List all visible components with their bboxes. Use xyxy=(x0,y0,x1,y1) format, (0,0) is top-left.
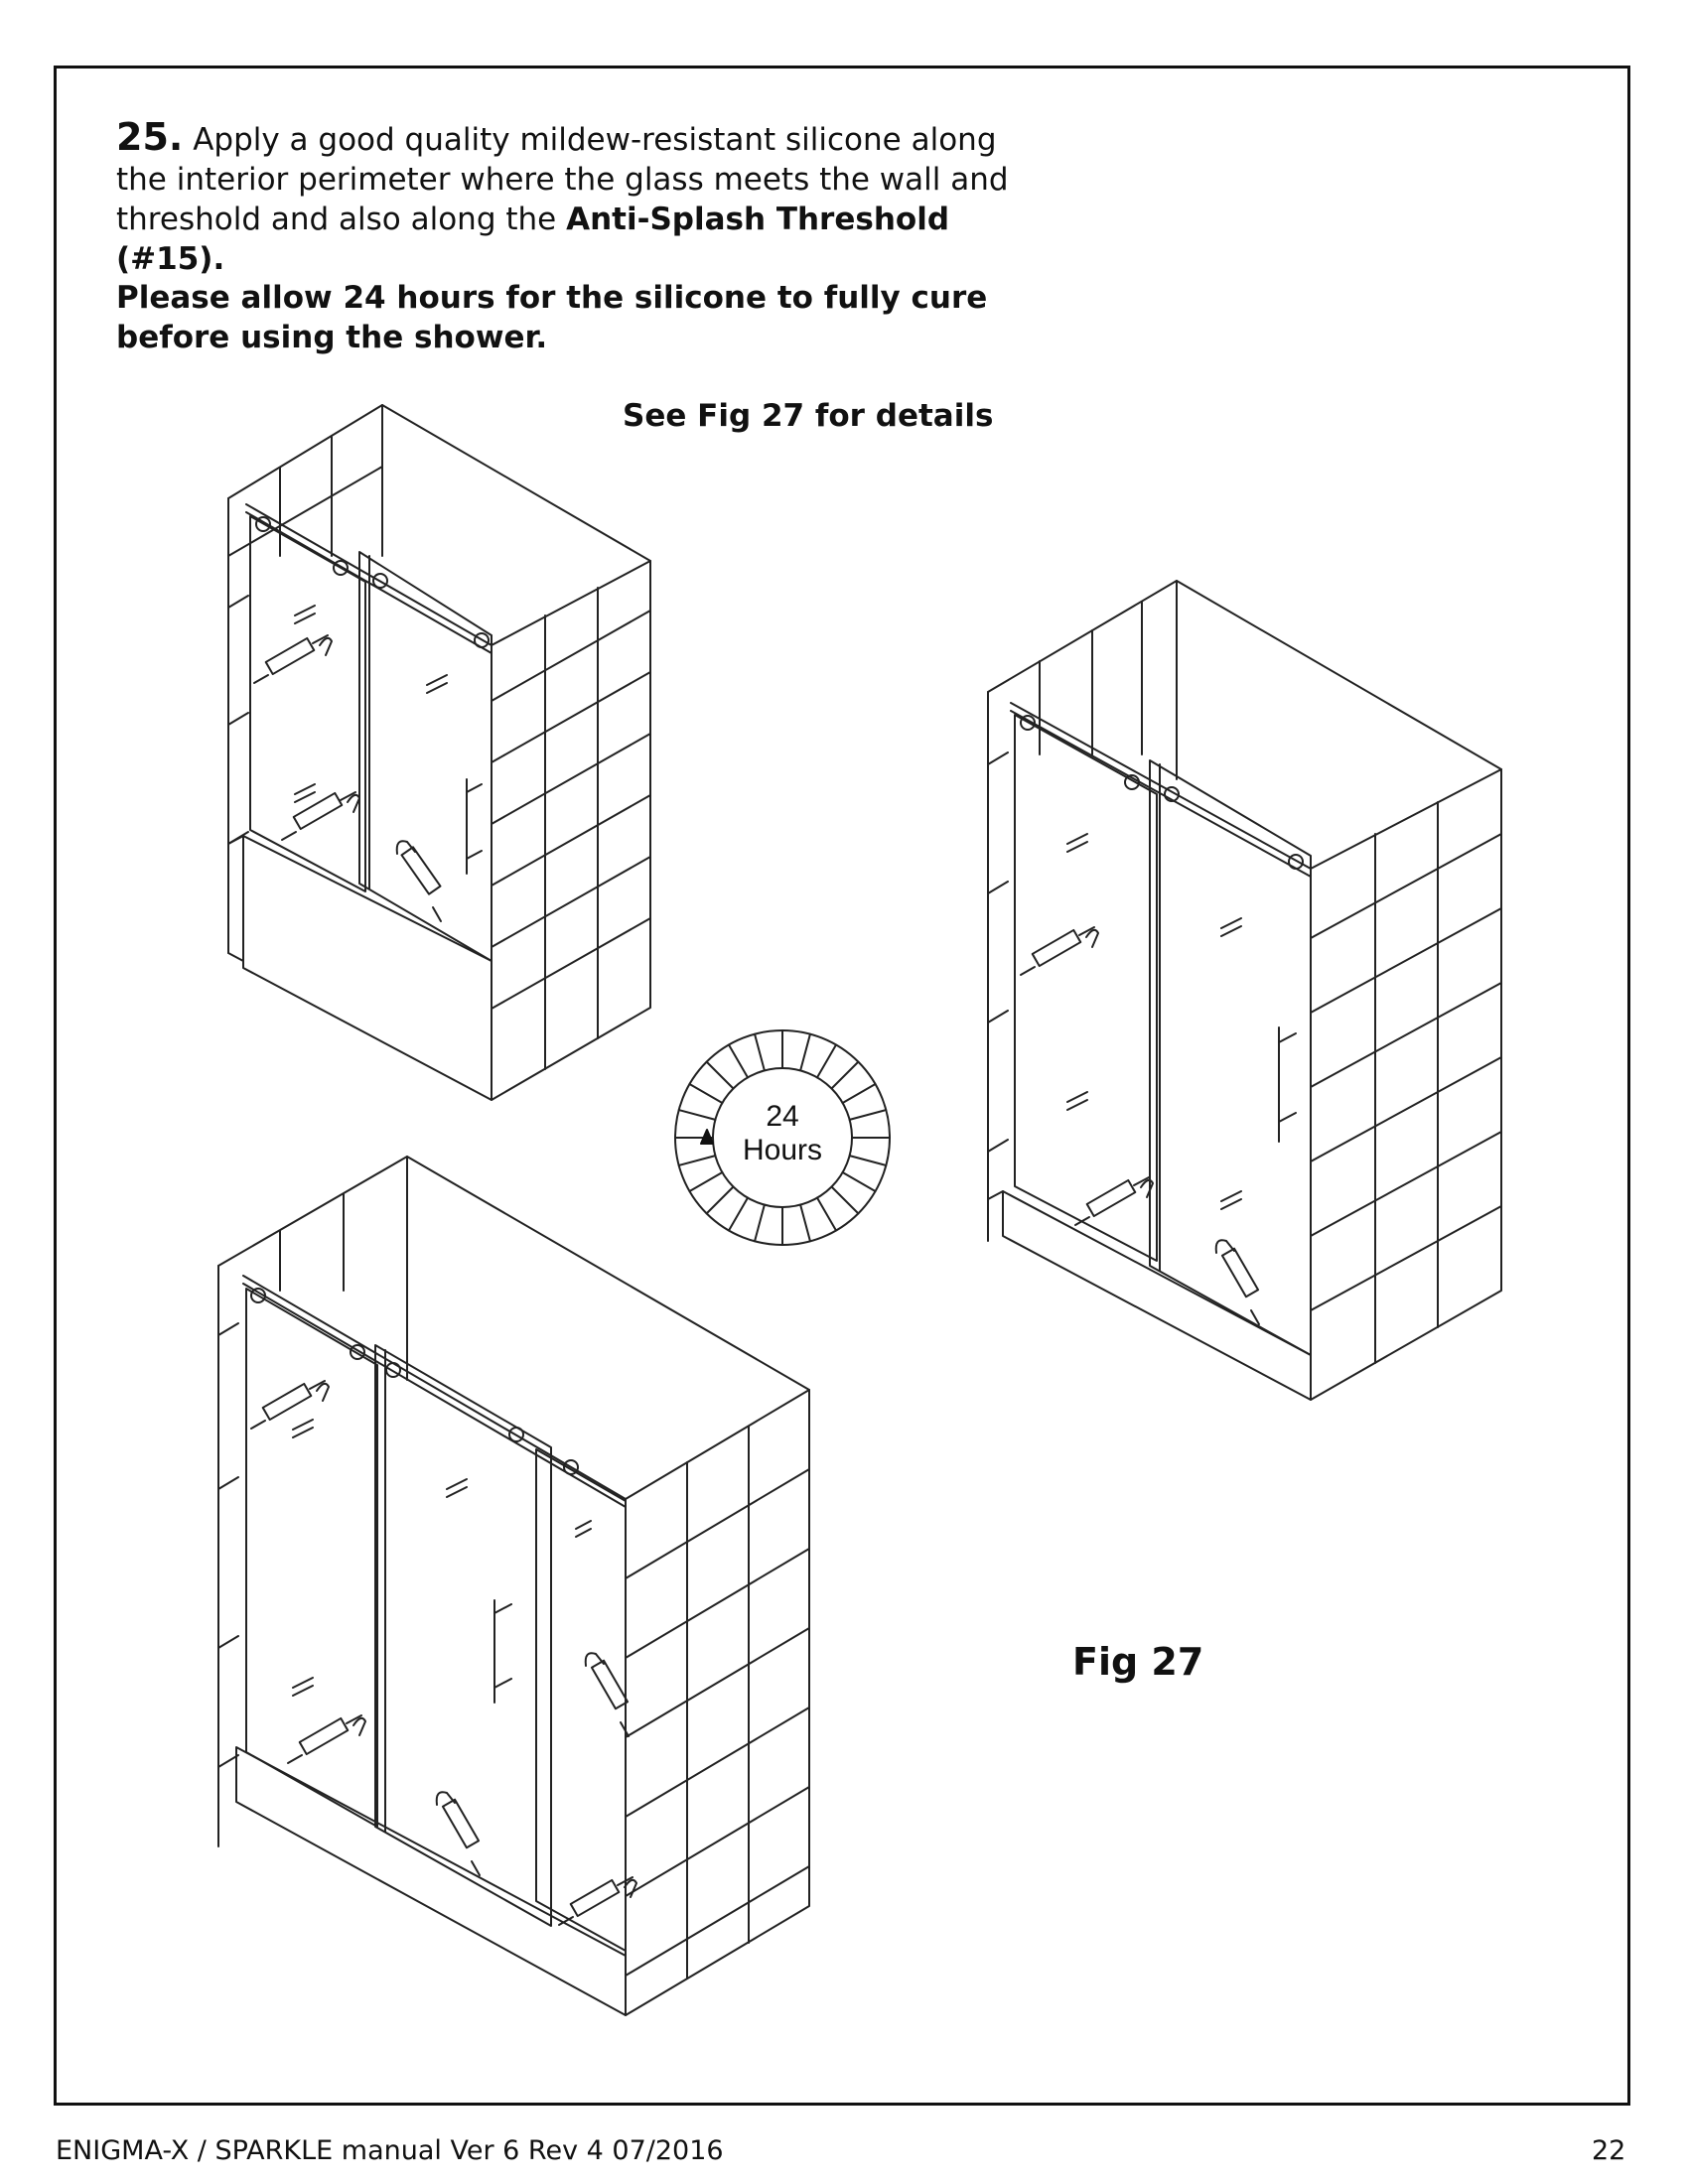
caulking-gun-icon xyxy=(253,634,333,684)
page-border xyxy=(54,66,1630,2106)
clock-tick xyxy=(677,1155,717,1166)
clock-tick xyxy=(841,1171,877,1192)
caulking-gun-icon xyxy=(281,791,360,841)
alcove-shower-drawing xyxy=(987,580,1502,1401)
clock-unit: Hours xyxy=(742,1134,823,1166)
clock-tick xyxy=(816,1196,837,1232)
step-number: 25. xyxy=(116,115,184,159)
caulking-gun-icon xyxy=(250,1380,330,1430)
figure-label: Fig 27 xyxy=(1072,1640,1204,1684)
clock-tick xyxy=(848,1155,888,1166)
caulking-gun-icon xyxy=(435,1791,481,1876)
clock-tick xyxy=(688,1083,724,1104)
caulking-gun-icon xyxy=(1074,1176,1154,1226)
clock-arrow-icon xyxy=(700,1129,714,1145)
caulking-gun-icon xyxy=(584,1652,630,1737)
clock-tick xyxy=(754,1032,766,1072)
large-shower-drawing xyxy=(217,1156,810,2016)
step-text-bold: Anti-Splash Threshold (#15). xyxy=(116,202,950,277)
clock-value: 24 xyxy=(766,1100,799,1133)
caulking-gun-icon xyxy=(1214,1239,1260,1325)
figure-reference: See Fig 27 for details xyxy=(623,398,994,434)
clock-label: 24 Hours xyxy=(733,1100,832,1167)
clock-tick xyxy=(705,1060,735,1090)
clock-tick xyxy=(728,1043,749,1079)
page-number: 22 xyxy=(1592,2135,1626,2166)
tub-shower-drawing xyxy=(227,404,651,1101)
clock-tick xyxy=(799,1203,811,1243)
step-text: Apply a good quality mildew-resistant si… xyxy=(116,122,1009,237)
caulking-gun-icon xyxy=(287,1714,366,1764)
clock-tick xyxy=(830,1060,860,1090)
clock-tick xyxy=(728,1196,749,1232)
clock-tick xyxy=(830,1185,860,1215)
clock-tick xyxy=(754,1203,766,1243)
clock-tick xyxy=(688,1171,724,1192)
clock-tick xyxy=(841,1083,877,1104)
clock-tick xyxy=(705,1185,735,1215)
clock-tick xyxy=(677,1109,717,1121)
clock-tick xyxy=(799,1032,811,1072)
caulking-gun-icon xyxy=(558,1876,637,1926)
clock-tick xyxy=(816,1043,837,1079)
step-instruction: 25. Apply a good quality mildew-resistan… xyxy=(116,117,1010,279)
cure-warning: Please allow 24 hours for the silicone t… xyxy=(116,280,988,355)
caulking-gun-icon xyxy=(395,840,442,922)
caulking-gun-icon xyxy=(1020,926,1099,976)
clock-tick xyxy=(848,1109,888,1121)
footer-manual: ENIGMA-X / SPARKLE manual Ver 6 Rev 4 07… xyxy=(56,2135,724,2166)
